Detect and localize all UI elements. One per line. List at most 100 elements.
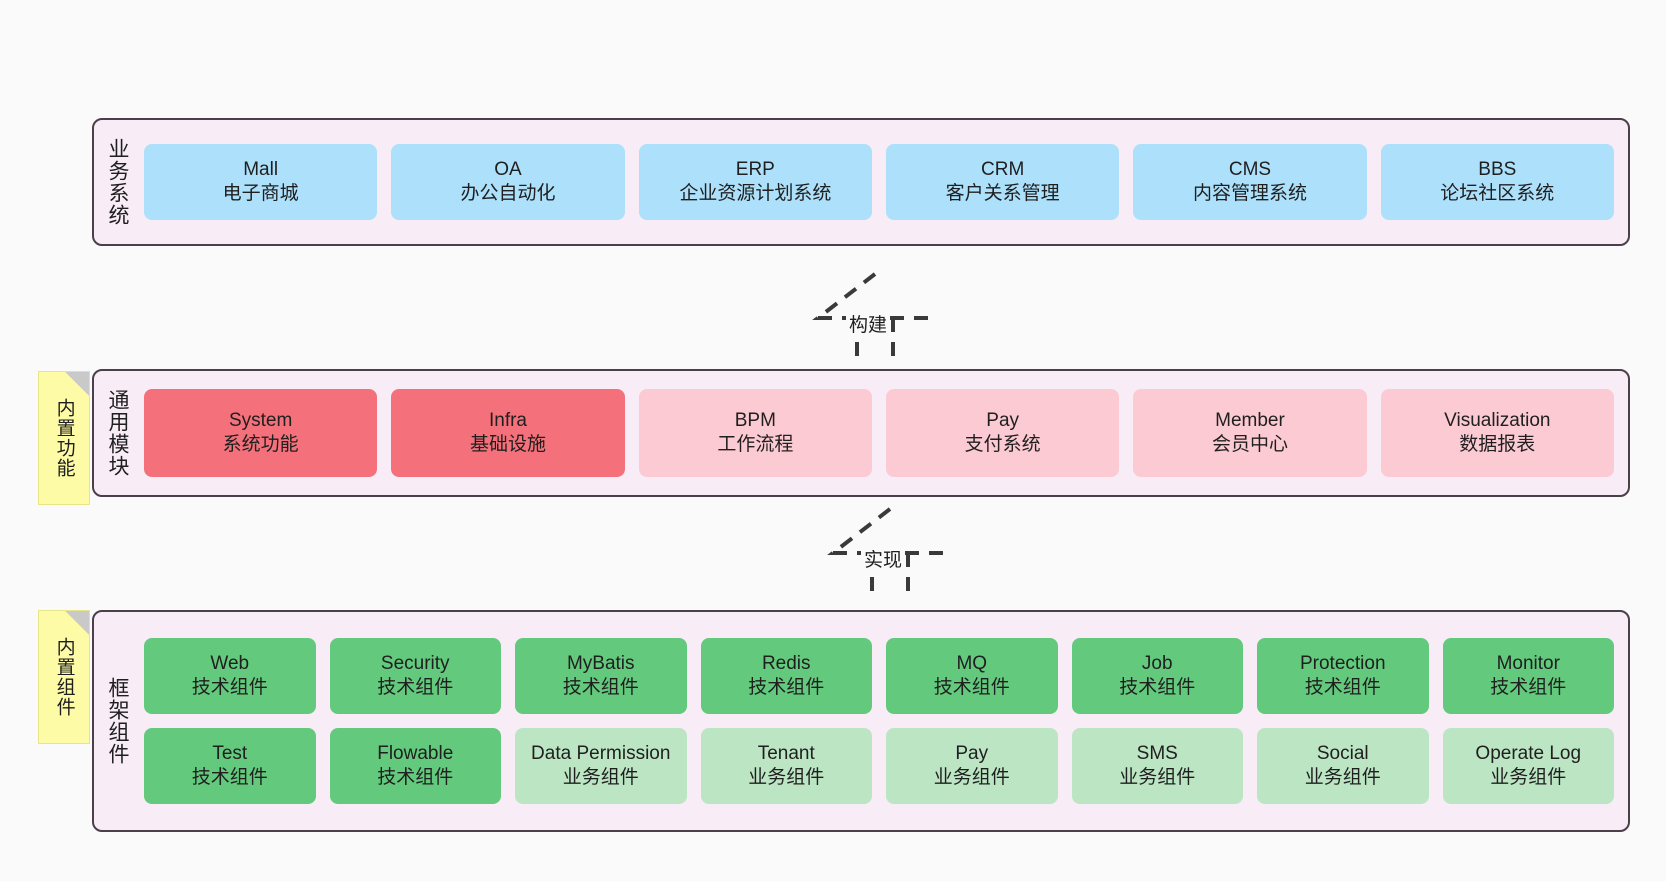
node-mall-cn: 电子商城 xyxy=(222,183,299,204)
node-pay-component[interactable]: Pay 业务组件 xyxy=(886,728,1058,804)
layer-business-systems[interactable]: 业务系统 Mall 电子商城 OA 办公自动化 ERP 企业资源计划系统 CRM… xyxy=(92,118,1630,246)
node-erp-en: ERP xyxy=(735,159,775,181)
node-mq-en: MQ xyxy=(956,653,988,675)
node-visualization[interactable]: Visualization 数据报表 xyxy=(1380,389,1614,477)
node-visualization-en: Visualization xyxy=(1444,410,1551,432)
layer-common-modules[interactable]: 通用模块 System 系统功能 Infra 基础设施 BPM 工作流程 Pay… xyxy=(92,369,1630,497)
node-data-permission-en: Data Permission xyxy=(531,743,671,765)
node-test-en: Test xyxy=(212,743,248,765)
node-operate-log[interactable]: Operate Log 业务组件 xyxy=(1442,728,1614,804)
node-bbs-en: BBS xyxy=(1478,159,1517,181)
node-mall[interactable]: Mall 电子商城 xyxy=(144,144,378,220)
layer-framework-components[interactable]: 框架组件 Web 技术组件 Security 技术组件 MyBatis 技术组件… xyxy=(92,610,1630,832)
node-protection[interactable]: Protection 技术组件 xyxy=(1257,638,1429,714)
node-oa-cn: 办公自动化 xyxy=(460,183,556,204)
node-pay-component-en: Pay xyxy=(955,743,989,765)
node-cms-cn: 内容管理系统 xyxy=(1192,183,1307,204)
sticky-fold-icon xyxy=(65,611,89,635)
framework-row-business: Test 技术组件 Flowable 技术组件 Data Permission … xyxy=(144,728,1614,804)
node-operate-log-en: Operate Log xyxy=(1475,743,1582,765)
node-tenant-cn: 业务组件 xyxy=(748,767,825,788)
node-visualization-cn: 数据报表 xyxy=(1459,434,1536,455)
node-monitor[interactable]: Monitor 技术组件 xyxy=(1442,638,1614,714)
node-infra[interactable]: Infra 基础设施 xyxy=(391,389,625,477)
node-sms-en: SMS xyxy=(1136,743,1178,765)
node-protection-cn: 技术组件 xyxy=(1304,677,1381,698)
node-social-cn: 业务组件 xyxy=(1304,767,1381,788)
sticky-note-builtin-features-label: 内置功能 xyxy=(53,398,75,478)
node-test-cn: 技术组件 xyxy=(191,767,268,788)
node-security-cn: 技术组件 xyxy=(377,677,454,698)
sticky-note-builtin-features[interactable]: 内置功能 xyxy=(38,371,90,505)
node-bpm[interactable]: BPM 工作流程 xyxy=(638,389,872,477)
node-flowable[interactable]: Flowable 技术组件 xyxy=(329,728,501,804)
node-job[interactable]: Job 技术组件 xyxy=(1071,638,1243,714)
node-cms[interactable]: CMS 内容管理系统 xyxy=(1133,144,1367,220)
node-pay-module[interactable]: Pay 支付系统 xyxy=(885,389,1120,477)
node-infra-en: Infra xyxy=(488,410,527,432)
node-system-cn: 系统功能 xyxy=(222,434,299,455)
node-monitor-cn: 技术组件 xyxy=(1490,677,1567,698)
node-tenant-en: Tenant xyxy=(757,743,815,765)
node-web-en: Web xyxy=(210,653,250,675)
connector-build: 构建 xyxy=(800,270,950,360)
node-system-en: System xyxy=(228,410,293,432)
layer-title-common-modules: 通用模块 xyxy=(105,389,129,477)
node-web-cn: 技术组件 xyxy=(191,677,268,698)
node-security[interactable]: Security 技术组件 xyxy=(329,638,501,714)
node-bbs-cn: 论坛社区系统 xyxy=(1440,183,1555,204)
node-mq[interactable]: MQ 技术组件 xyxy=(886,638,1058,714)
node-system[interactable]: System 系统功能 xyxy=(144,389,378,477)
node-pay-component-cn: 业务组件 xyxy=(933,767,1010,788)
node-pay-module-en: Pay xyxy=(986,410,1020,432)
node-redis-cn: 技术组件 xyxy=(748,677,825,698)
layer-title-framework-components: 框架组件 xyxy=(105,677,129,765)
node-sms-cn: 业务组件 xyxy=(1119,767,1196,788)
node-member[interactable]: Member 会员中心 xyxy=(1133,389,1367,477)
node-redis[interactable]: Redis 技术组件 xyxy=(700,638,872,714)
node-oa-en: OA xyxy=(494,159,522,181)
node-job-en: Job xyxy=(1141,653,1173,675)
node-data-permission[interactable]: Data Permission 业务组件 xyxy=(515,728,687,804)
node-oa[interactable]: OA 办公自动化 xyxy=(391,144,625,220)
sticky-note-builtin-components[interactable]: 内置组件 xyxy=(38,610,90,744)
node-mall-en: Mall xyxy=(243,159,279,181)
node-mybatis-en: MyBatis xyxy=(566,653,635,675)
node-erp-cn: 企业资源计划系统 xyxy=(679,183,832,204)
node-mybatis-cn: 技术组件 xyxy=(562,677,639,698)
node-erp[interactable]: ERP 企业资源计划系统 xyxy=(638,144,872,220)
node-flowable-en: Flowable xyxy=(377,743,454,765)
node-tenant[interactable]: Tenant 业务组件 xyxy=(700,728,872,804)
node-bbs[interactable]: BBS 论坛社区系统 xyxy=(1380,144,1614,220)
node-infra-cn: 基础设施 xyxy=(469,434,546,455)
layer-body-framework-components: Web 技术组件 Security 技术组件 MyBatis 技术组件 Redi… xyxy=(140,612,1628,830)
node-redis-en: Redis xyxy=(761,653,811,675)
node-mybatis[interactable]: MyBatis 技术组件 xyxy=(515,638,687,714)
node-test[interactable]: Test 技术组件 xyxy=(144,728,316,804)
node-crm-cn: 客户关系管理 xyxy=(945,183,1060,204)
node-pay-module-cn: 支付系统 xyxy=(964,434,1041,455)
node-sms[interactable]: SMS 业务组件 xyxy=(1071,728,1243,804)
node-security-en: Security xyxy=(380,653,450,675)
layer-body-common-modules: System 系统功能 Infra 基础设施 BPM 工作流程 Pay 支付系统… xyxy=(140,371,1628,495)
node-data-permission-cn: 业务组件 xyxy=(562,767,639,788)
node-job-cn: 技术组件 xyxy=(1119,677,1196,698)
connector-implement: 实现 xyxy=(815,505,965,595)
node-bpm-en: BPM xyxy=(734,410,776,432)
node-member-cn: 会员中心 xyxy=(1211,434,1288,455)
sticky-note-builtin-components-label: 内置组件 xyxy=(53,637,75,717)
node-social[interactable]: Social 业务组件 xyxy=(1257,728,1429,804)
node-cms-en: CMS xyxy=(1228,159,1272,181)
connector-build-label: 构建 xyxy=(846,310,891,337)
layer-title-business-systems: 业务系统 xyxy=(105,138,129,226)
node-mq-cn: 技术组件 xyxy=(933,677,1010,698)
node-crm-en: CRM xyxy=(981,159,1025,181)
node-crm[interactable]: CRM 客户关系管理 xyxy=(885,144,1120,220)
node-monitor-en: Monitor xyxy=(1496,653,1560,675)
node-bpm-cn: 工作流程 xyxy=(717,434,794,455)
node-social-en: Social xyxy=(1316,743,1369,765)
layer-body-business-systems: Mall 电子商城 OA 办公自动化 ERP 企业资源计划系统 CRM 客户关系… xyxy=(140,120,1628,244)
node-web[interactable]: Web 技术组件 xyxy=(144,638,316,714)
node-member-en: Member xyxy=(1215,410,1285,432)
